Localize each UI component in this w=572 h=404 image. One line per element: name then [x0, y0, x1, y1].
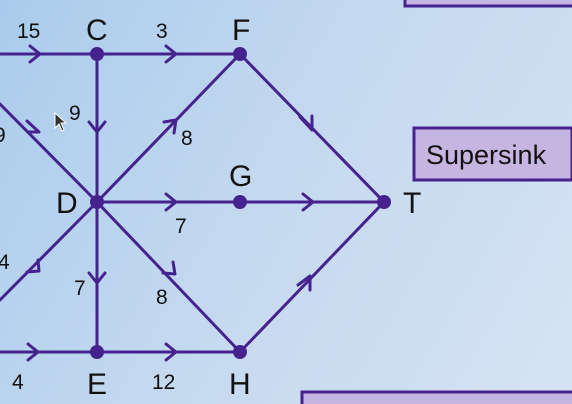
edges: [0, 52, 386, 354]
edge-h-t: [238, 200, 386, 354]
node-d: [90, 195, 104, 209]
capacity-c-f: 3: [156, 20, 168, 43]
node-t: [377, 195, 391, 209]
arrow-left-d-lower: [25, 258, 41, 274]
arrow-c-f: [164, 44, 178, 64]
node-h: [233, 345, 247, 359]
node-label-f: F: [232, 14, 250, 47]
capacity-left-d-upper: 9: [0, 124, 6, 147]
arrow-f-t: [298, 114, 314, 132]
edge-left-d-lower: [0, 200, 99, 302]
supersink-box: [412, 126, 572, 182]
node-c: [90, 47, 104, 61]
arrow-left-c: [28, 44, 42, 64]
node-label-e: E: [87, 368, 107, 401]
edge-d-h: [95, 200, 242, 354]
capacity-d-e: 7: [74, 277, 86, 300]
arrow-g-t: [301, 192, 315, 212]
node-g: [233, 195, 247, 209]
capacity-left-c: 15: [17, 20, 40, 43]
arrow-h-t: [296, 274, 312, 292]
arrow-c-d: [87, 120, 107, 134]
node-label-c: C: [86, 14, 108, 47]
mouse-pointer-icon: [54, 111, 68, 132]
node-label-g: G: [229, 160, 252, 193]
arrow-e-h: [164, 342, 178, 362]
capacity-d-h: 8: [156, 286, 168, 309]
arrowheads: [25, 44, 315, 362]
node-label-h: H: [229, 368, 251, 401]
capacity-e-h: 12: [152, 371, 175, 394]
top-box: [403, 0, 572, 8]
supersink-label: Supersink: [426, 140, 547, 170]
arrow-d-e: [87, 271, 107, 285]
arrow-d-f: [162, 118, 178, 135]
node-label-t: T: [403, 187, 421, 220]
edge-left-d-upper: [0, 102, 99, 204]
nodes: [90, 47, 391, 359]
arrow-left-d-upper: [25, 119, 41, 134]
capacity-d-g: 7: [175, 215, 187, 238]
arrow-left-e: [26, 342, 40, 362]
node-e: [90, 345, 104, 359]
node-label-d: D: [56, 187, 78, 220]
capacity-c-d: 9: [69, 102, 81, 125]
arrow-d-g: [164, 192, 178, 212]
capacity-left-d-lower: 4: [0, 251, 10, 274]
capacity-d-f: 8: [181, 127, 193, 150]
arrow-d-h: [161, 260, 177, 276]
capacity-left-e: 4: [12, 371, 24, 394]
edge-d-f: [95, 52, 242, 204]
bottom-box: [300, 390, 572, 404]
node-f: [233, 47, 247, 61]
